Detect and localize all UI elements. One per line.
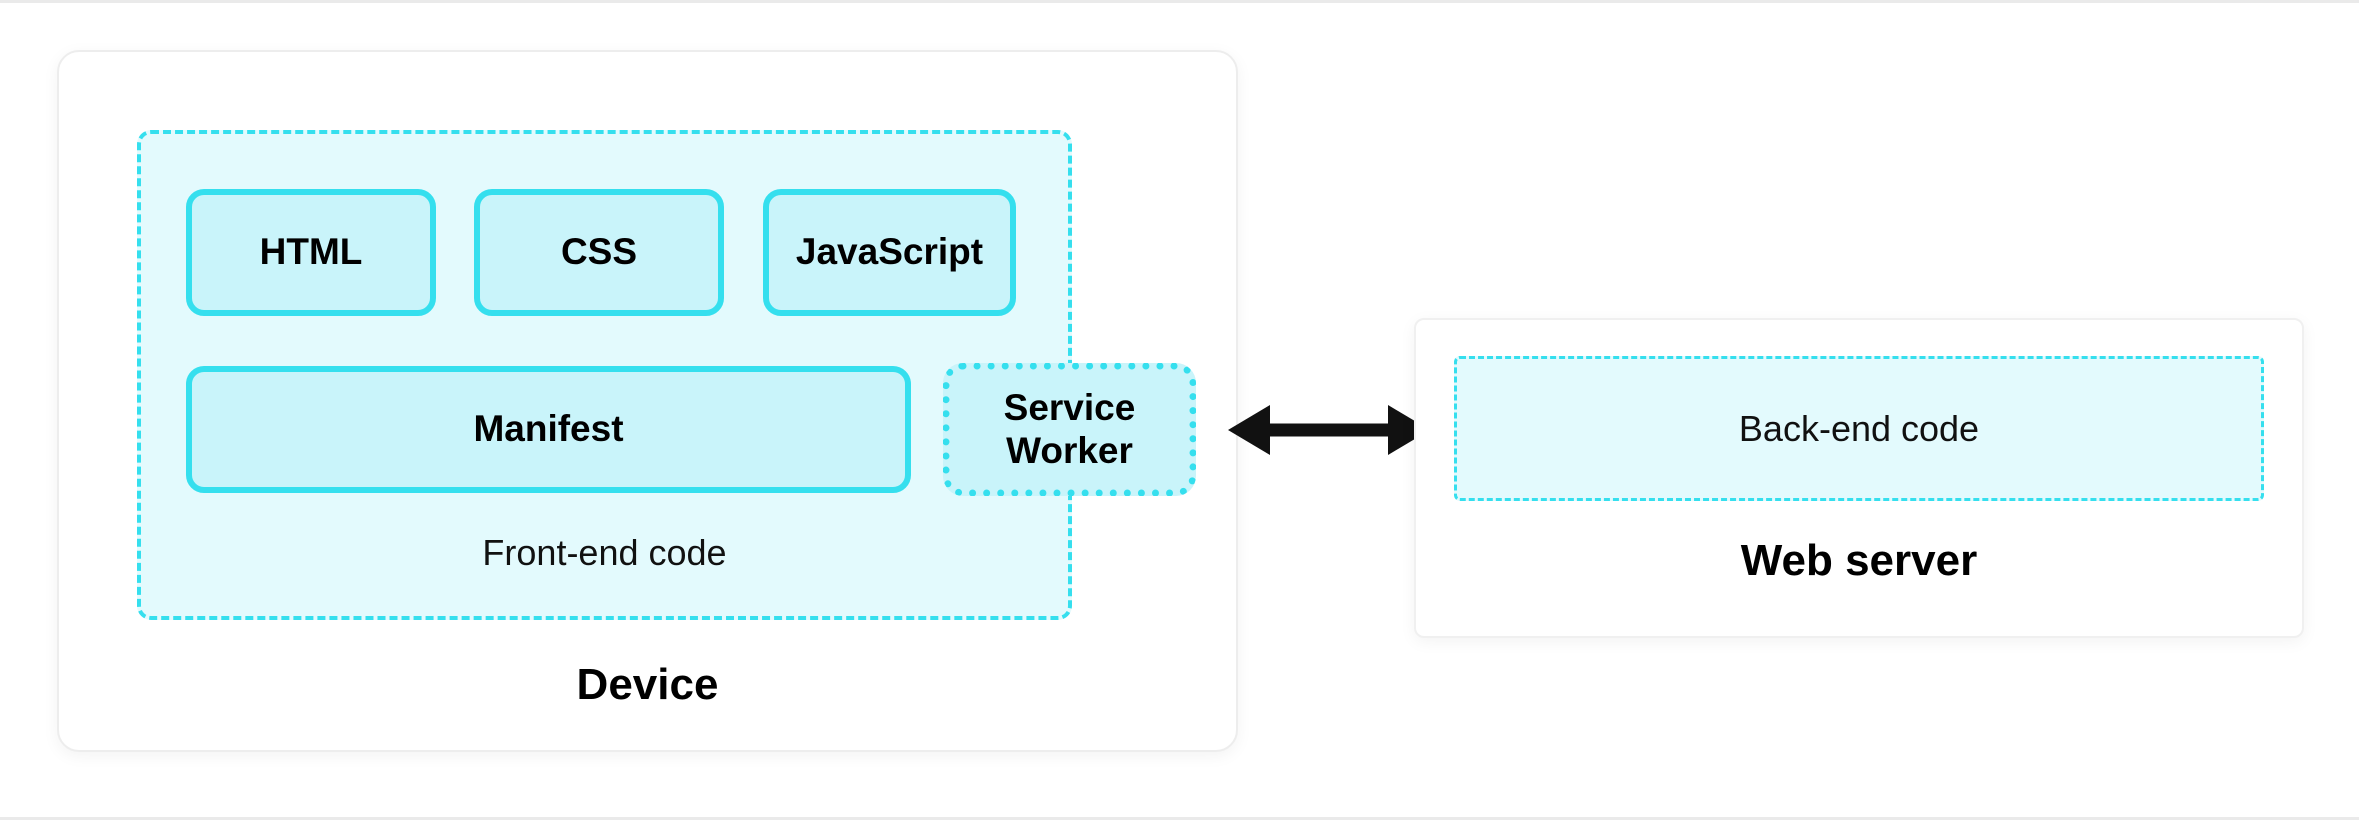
frontend-code-container: HTML CSS JavaScript Manifest Service Wor…	[137, 130, 1196, 620]
device-card: HTML CSS JavaScript Manifest Service Wor…	[57, 50, 1238, 752]
bidirectional-arrow-icon	[1228, 405, 1430, 455]
backend-code-label: Back-end code	[1738, 407, 1980, 449]
html-box-label: HTML	[259, 231, 363, 273]
html-box: HTML	[186, 189, 436, 316]
manifest-box: Manifest	[186, 366, 911, 493]
css-box: CSS	[474, 189, 724, 316]
frontend-code-label: Front-end code	[482, 532, 727, 573]
service-worker-box-label: Service Worker	[1003, 386, 1136, 471]
css-box-label: CSS	[560, 231, 638, 273]
web-server-label: Web server	[1740, 536, 1978, 585]
javascript-box-label: JavaScript	[795, 231, 984, 273]
service-worker-box: Service Worker	[943, 363, 1196, 496]
top-border-line	[0, 0, 2359, 3]
device-label: Device	[576, 660, 719, 709]
bottom-border-line	[0, 817, 2359, 820]
web-server-card: Back-end code Web server	[1414, 318, 2304, 638]
javascript-box: JavaScript	[763, 189, 1016, 316]
manifest-box-label: Manifest	[473, 408, 624, 450]
backend-code-box: Back-end code	[1454, 356, 2264, 501]
